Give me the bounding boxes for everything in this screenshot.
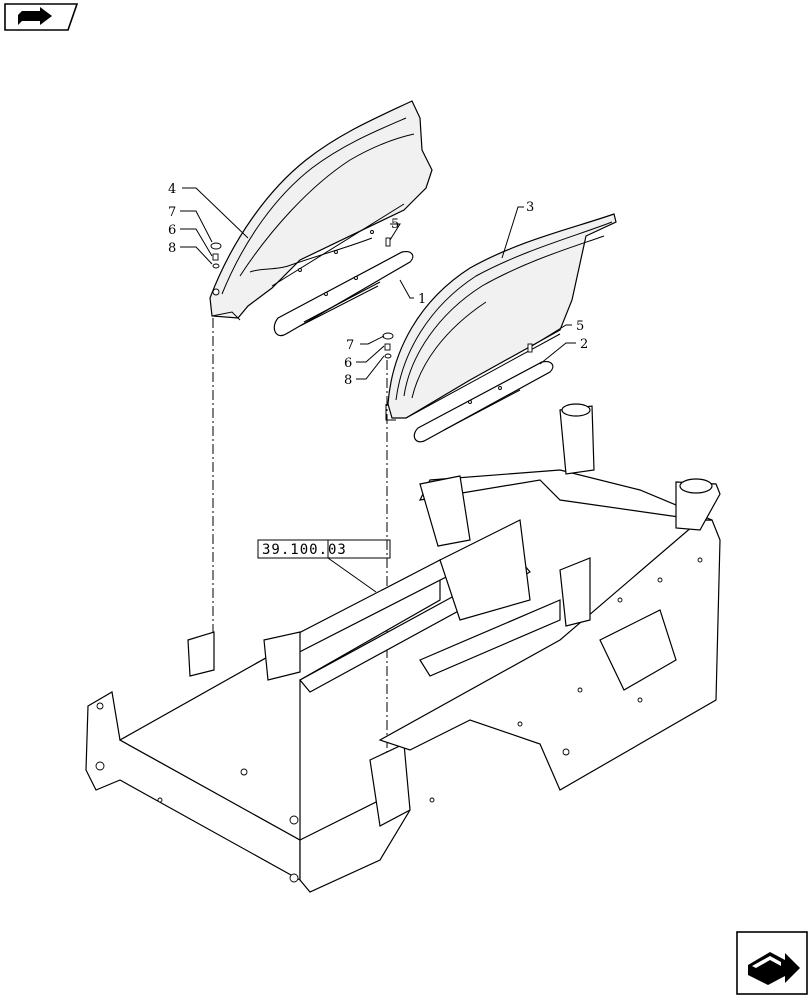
previous-page-button[interactable] bbox=[4, 3, 79, 31]
nut-8a bbox=[212, 263, 220, 269]
nut-8b bbox=[384, 353, 392, 359]
callout-2[interactable]: 2 bbox=[580, 337, 588, 352]
callout-5a[interactable]: 5 bbox=[391, 217, 399, 232]
callout-6a[interactable]: 6 bbox=[168, 223, 176, 238]
callout-7b[interactable]: 7 bbox=[346, 338, 354, 353]
callout-1[interactable]: 1 bbox=[418, 292, 426, 307]
bolt-5b bbox=[527, 343, 533, 353]
screw-6b bbox=[384, 343, 391, 351]
previous-page-arrow-icon bbox=[18, 7, 52, 25]
chassis-frame bbox=[85, 403, 721, 893]
part-2-right-step-plate bbox=[413, 361, 554, 443]
callout-3[interactable]: 3 bbox=[526, 200, 534, 215]
screw-6a bbox=[212, 253, 219, 261]
callout-6b[interactable]: 6 bbox=[344, 356, 352, 371]
washer-7a bbox=[210, 242, 222, 250]
callout-8a[interactable]: 8 bbox=[168, 241, 176, 256]
leader-lines bbox=[180, 187, 576, 380]
callout-5b[interactable]: 5 bbox=[576, 319, 584, 334]
next-page-arrow-icon bbox=[748, 952, 800, 985]
bolt-5a bbox=[385, 237, 391, 247]
reference-box[interactable]: 39.100.03 bbox=[257, 539, 391, 593]
part-3-right-fender bbox=[385, 213, 617, 421]
part-4-left-fender bbox=[209, 100, 433, 321]
washer-7b bbox=[382, 332, 394, 340]
callout-4[interactable]: 4 bbox=[168, 182, 176, 197]
fasteners bbox=[210, 237, 533, 359]
reference-code: 39.100.03 bbox=[262, 542, 347, 558]
next-page-button[interactable] bbox=[736, 931, 808, 995]
callout-8b[interactable]: 8 bbox=[344, 373, 352, 388]
callout-7a[interactable]: 7 bbox=[168, 205, 176, 220]
part-1-left-step-plate bbox=[273, 251, 414, 337]
